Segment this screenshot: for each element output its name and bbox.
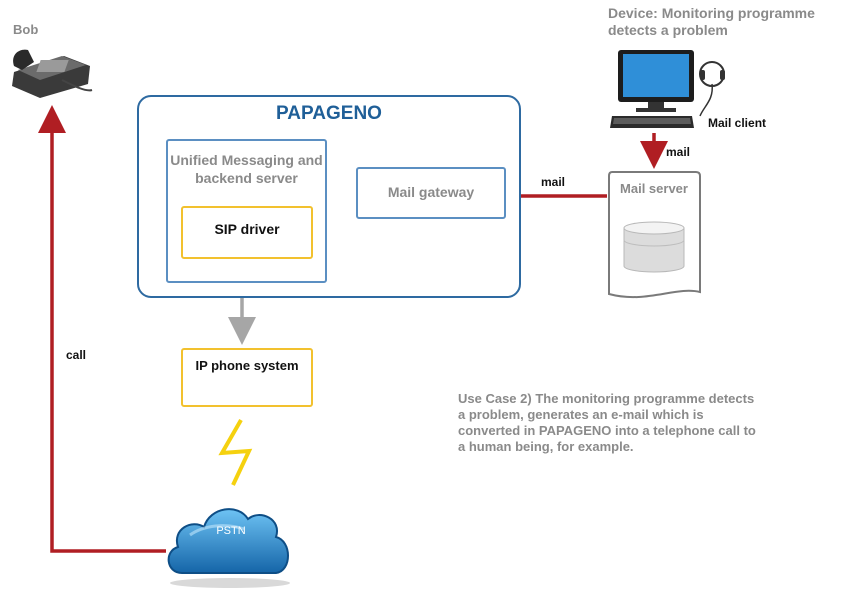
papageno-title: PAPAGENO [276,103,382,124]
mail-server-box [608,171,701,299]
mail-client-label: Mail client [708,116,767,130]
computer-icon [610,50,725,128]
call-label: call [66,348,87,362]
mail-server-label: Mail server [620,181,688,196]
sip-driver-label: SIP driver [214,221,280,237]
bob-label: Bob [13,22,39,37]
call-arrow [38,105,166,553]
mail-label-gateway: mail [541,175,566,189]
mail-label-client: mail [666,145,691,159]
unified-messaging-label: Unified Messaging and backend server [170,152,323,186]
lightning-bolt [218,419,253,486]
ip-phone-system-label: IP phone system [195,358,299,373]
use-case-description: Use Case 2) The monitoring programme det… [458,391,756,454]
pstn-label: PSTN [216,525,246,537]
database-icon [623,221,685,273]
mail-gateway-label: Mail gateway [387,184,475,200]
pstn-cloud [167,508,290,588]
ip-phone-system-box [181,348,313,407]
telephone-icon [12,49,93,98]
device-title: Device: Monitoring programme detects a p… [608,5,815,38]
sip-driver-box [181,206,313,259]
mail-gateway-box [356,167,506,219]
